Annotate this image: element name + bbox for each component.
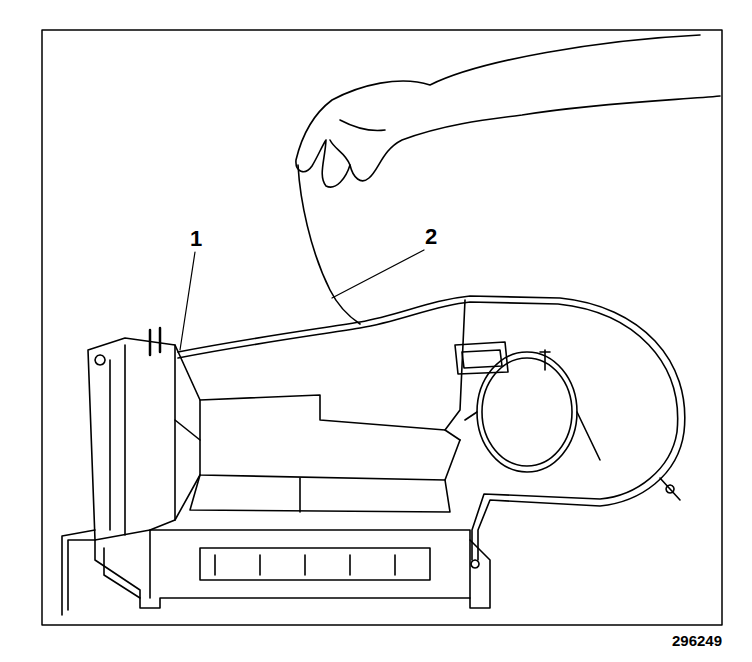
leader-line [332,250,424,298]
seal-groove [62,296,685,615]
finger-detail [330,120,385,165]
figure-number: 296249 [672,633,722,648]
technician-hand [296,35,720,187]
blower-scroll [455,342,680,568]
callout-number: 2 [425,226,437,248]
housing-case [88,300,490,608]
leader-line [180,252,195,350]
seal-cord [298,165,360,324]
figure-frame [42,30,722,625]
callout-number: 1 [190,228,202,250]
